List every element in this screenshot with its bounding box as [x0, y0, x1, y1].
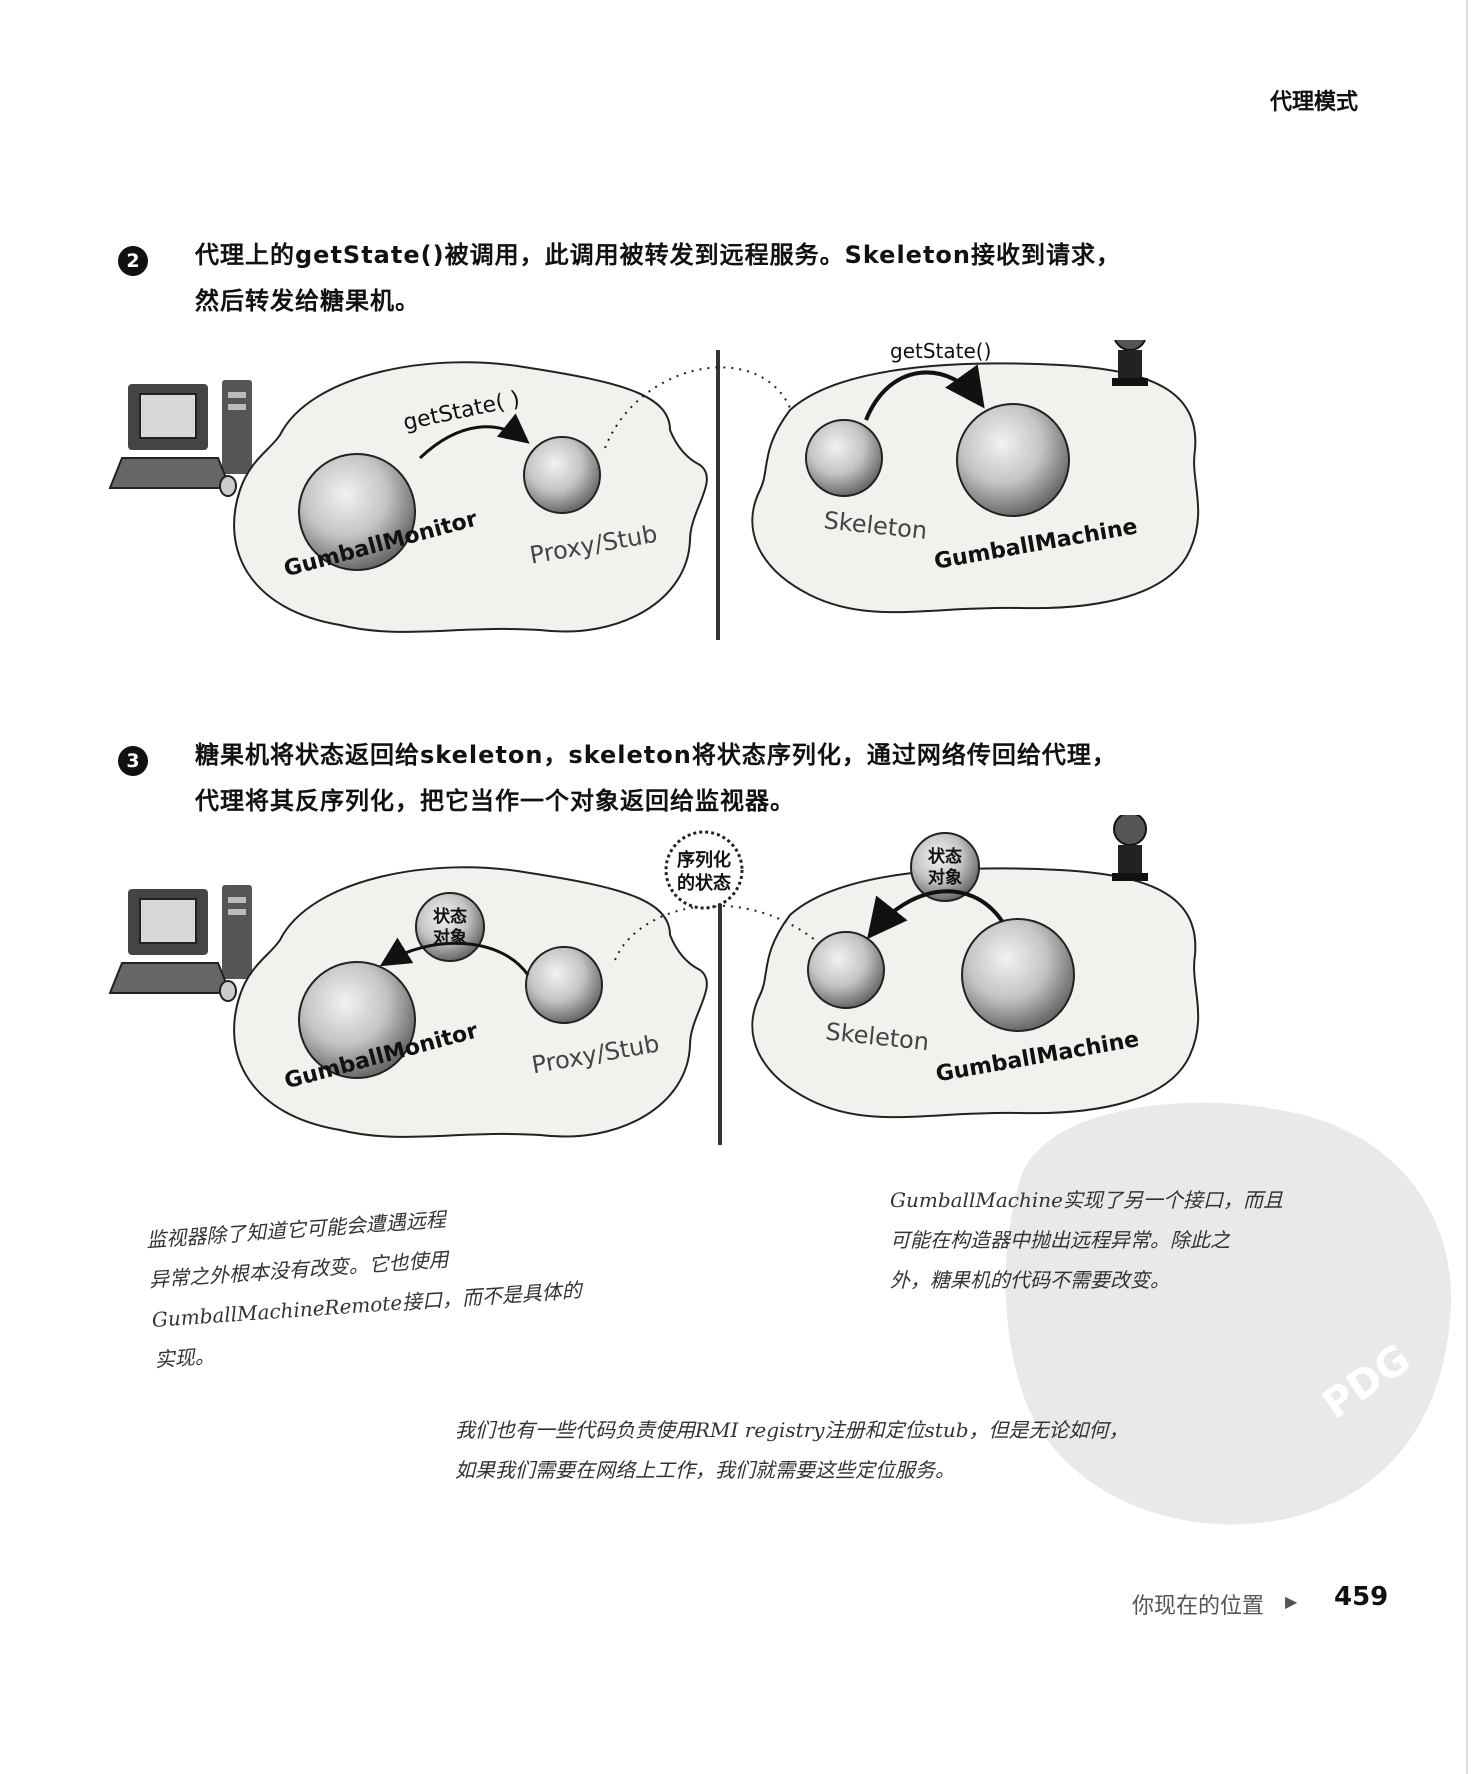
step-2-line-2: 然后转发给糖果机。	[195, 287, 420, 315]
note-right-line-2: 可能在构造器中抛出远程异常。除此之	[890, 1228, 1230, 1252]
state-object-right-line-2: 对象	[928, 867, 962, 888]
note-bottom: 我们也有一些代码负责使用RMI registry注册和定位stub，但是无论如何…	[455, 1410, 1129, 1490]
state-object-right: 状态 对象	[910, 832, 980, 902]
diagram-request-flow: getState( ) getState() GumballMonitor Pr…	[108, 340, 1200, 640]
computer-icon	[108, 380, 252, 497]
step-number-badge: 3	[118, 746, 148, 776]
gumball-monitor-object	[298, 453, 416, 571]
note-right-line-1: GumballMachine实现了另一个接口，而且	[890, 1188, 1283, 1212]
page-number: 459	[1334, 1582, 1389, 1612]
watermark-seal: PDG	[1005, 1102, 1452, 1525]
return-arrow-right	[867, 889, 1004, 940]
getstate-call-arrow-left	[418, 413, 530, 460]
serialized-state-line-2: 的状态	[677, 872, 731, 894]
return-arrow-left	[379, 937, 530, 976]
computer-icon	[108, 885, 252, 1002]
getstate-call-arrow-right	[864, 364, 985, 421]
state-object-left: 状态 对象	[415, 892, 485, 962]
gumball-machine-icon	[1112, 340, 1148, 386]
running-header: 代理模式	[1270, 90, 1359, 115]
page-edge-rule	[1466, 0, 1468, 1774]
network-connection-line	[614, 904, 841, 964]
note-right: GumballMachine实现了另一个接口，而且 可能在构造器中抛出远程异常。…	[890, 1180, 1283, 1300]
gumball-monitor-object	[298, 961, 416, 1079]
note-bottom-line-1: 我们也有一些代码负责使用RMI registry注册和定位stub，但是无论如何…	[455, 1418, 1129, 1442]
gumball-machine-object	[956, 403, 1070, 517]
step-3-line-2: 代理将其反序列化，把它当作一个对象返回给监视器。	[195, 787, 795, 815]
step-number-badge: 2	[118, 246, 148, 276]
diagram-response-flow: 序列化 的状态 状态 对象 状态 对象 GumballMonitor Proxy…	[108, 815, 1200, 1145]
step-2-line-1: 代理上的getState()被调用，此调用被转发到远程服务。Skeleton接收…	[195, 241, 1121, 269]
triangle-right-icon: ▶	[1285, 1592, 1298, 1611]
footer-location-label: 你现在的位置	[1132, 1594, 1265, 1619]
gumball-machine-object	[961, 918, 1075, 1032]
skeleton-object	[805, 419, 883, 497]
getstate-label-right: getState()	[890, 340, 991, 363]
skeleton-object	[807, 931, 885, 1009]
state-object-left-line-1: 状态	[433, 906, 467, 927]
note-left: 监视器除了知道它可能会遭遇远程 异常之外根本没有改变。它也使用 GumballM…	[145, 1190, 586, 1380]
proxy-stub-object	[525, 946, 603, 1024]
step-2-text: 代理上的getState()被调用，此调用被转发到远程服务。Skeleton接收…	[195, 232, 1121, 324]
state-object-right-line-1: 状态	[928, 846, 962, 867]
serialized-state-bubble: 序列化 的状态	[664, 830, 744, 910]
step-3-line-1: 糖果机将状态返回给skeleton，skeleton将状态序列化，通过网络传回给…	[195, 741, 1117, 769]
proxy-stub-object	[523, 436, 601, 514]
gumball-machine-icon	[1112, 815, 1148, 881]
note-bottom-line-2: 如果我们需要在网络上工作，我们就需要这些定位服务。	[455, 1458, 955, 1482]
serialized-state-line-1: 序列化	[677, 849, 731, 871]
note-right-line-3: 外，糖果机的代码不需要改变。	[890, 1268, 1170, 1292]
step-3-text: 糖果机将状态返回给skeleton，skeleton将状态序列化，通过网络传回给…	[195, 732, 1117, 824]
